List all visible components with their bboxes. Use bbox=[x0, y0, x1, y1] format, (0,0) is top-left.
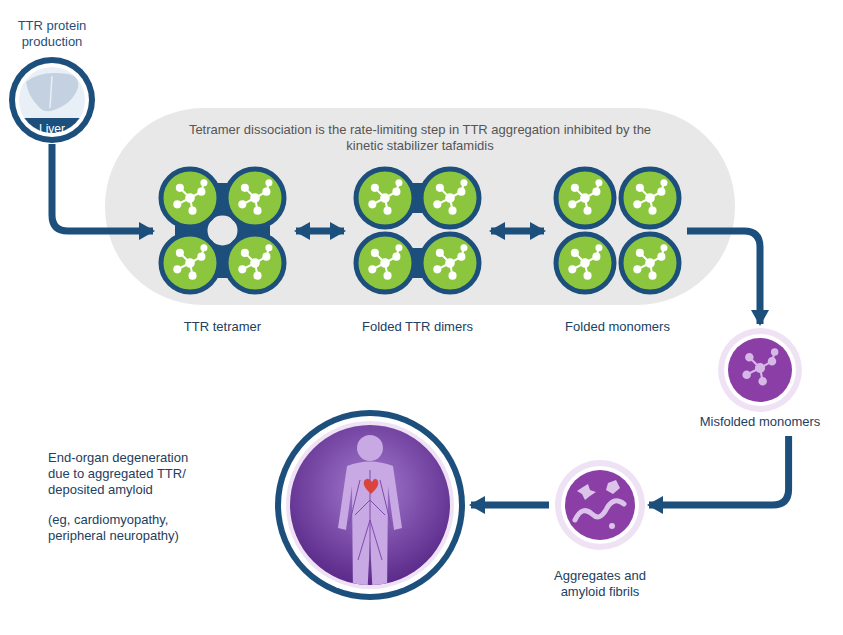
liver-icon bbox=[9, 57, 95, 148]
dimer-node: Folded TTR dimers bbox=[350, 165, 485, 297]
process-band: Tetramer dissociation is the rate-limiti… bbox=[105, 108, 735, 305]
body-icon bbox=[275, 410, 465, 600]
aggregates-icon bbox=[555, 460, 645, 550]
liver-node: TTR protein productionLiver bbox=[10, 58, 94, 142]
band-title: Tetramer dissociation is the rate-limiti… bbox=[185, 122, 655, 154]
tetramer-node: TTR tetramer bbox=[155, 165, 290, 297]
flow-arrow bbox=[296, 228, 344, 235]
node-label: Misfolded monomers bbox=[685, 414, 835, 430]
node-label: TTR tetramer bbox=[125, 319, 320, 335]
node-label: Aggregates and amyloid fibrils bbox=[540, 568, 660, 600]
node-text: (eg, cardiomyopathy, peripheral neuropat… bbox=[48, 512, 213, 544]
node-label: Folded monomers bbox=[520, 319, 715, 335]
node-label: Folded TTR dimers bbox=[320, 319, 515, 335]
node-heading: TTR protein production bbox=[0, 18, 108, 50]
green-subunits bbox=[161, 169, 679, 292]
flow-arrow bbox=[649, 436, 789, 505]
node-label: Liver bbox=[10, 121, 94, 137]
flow-arrow bbox=[687, 231, 760, 324]
monomer-node: Folded monomers bbox=[550, 165, 685, 297]
misfolded-node: Misfolded monomers bbox=[695, 326, 825, 432]
flow-arrow bbox=[52, 144, 153, 231]
node-text: End-organ degeneration due to aggregated… bbox=[48, 450, 213, 498]
flow-arrow bbox=[471, 502, 549, 509]
misfolded-icon bbox=[718, 328, 802, 412]
band bbox=[105, 108, 735, 305]
aggregates-node: Aggregates and amyloid fibrils bbox=[555, 460, 645, 550]
end-organ-node: End-organ degeneration due to aggregated… bbox=[275, 410, 465, 600]
flow-arrow bbox=[491, 228, 544, 235]
